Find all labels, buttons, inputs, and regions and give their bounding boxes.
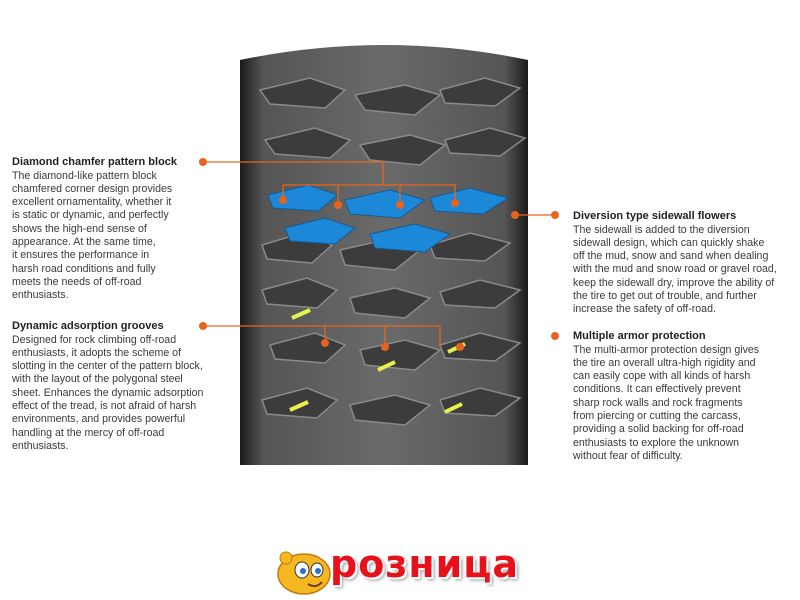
feature-dynamic-adsorption: Dynamic adsorption grooves Designed for … <box>12 320 237 453</box>
diamond-blocks-highlight <box>267 184 510 253</box>
store-logo: розница <box>272 540 532 600</box>
mascot-icon <box>277 551 331 595</box>
feature-title: Dynamic adsorption grooves <box>12 320 164 332</box>
leader-lines <box>203 161 555 347</box>
feature-title: Diversion type sidewall flowers <box>573 210 737 222</box>
leader-dots <box>199 158 559 351</box>
logo-text: розница <box>330 542 520 586</box>
feature-diamond-chamfer: Diamond chamfer pattern block The diamon… <box>12 156 212 302</box>
feature-title: Diamond chamfer pattern block <box>12 156 178 168</box>
feature-title: Multiple armor protection <box>573 330 706 342</box>
feature-diversion-sidewall: Diversion type sidewall flowers The side… <box>573 210 800 317</box>
feature-multiple-armor: Multiple armor protection The multi-armo… <box>573 330 800 463</box>
